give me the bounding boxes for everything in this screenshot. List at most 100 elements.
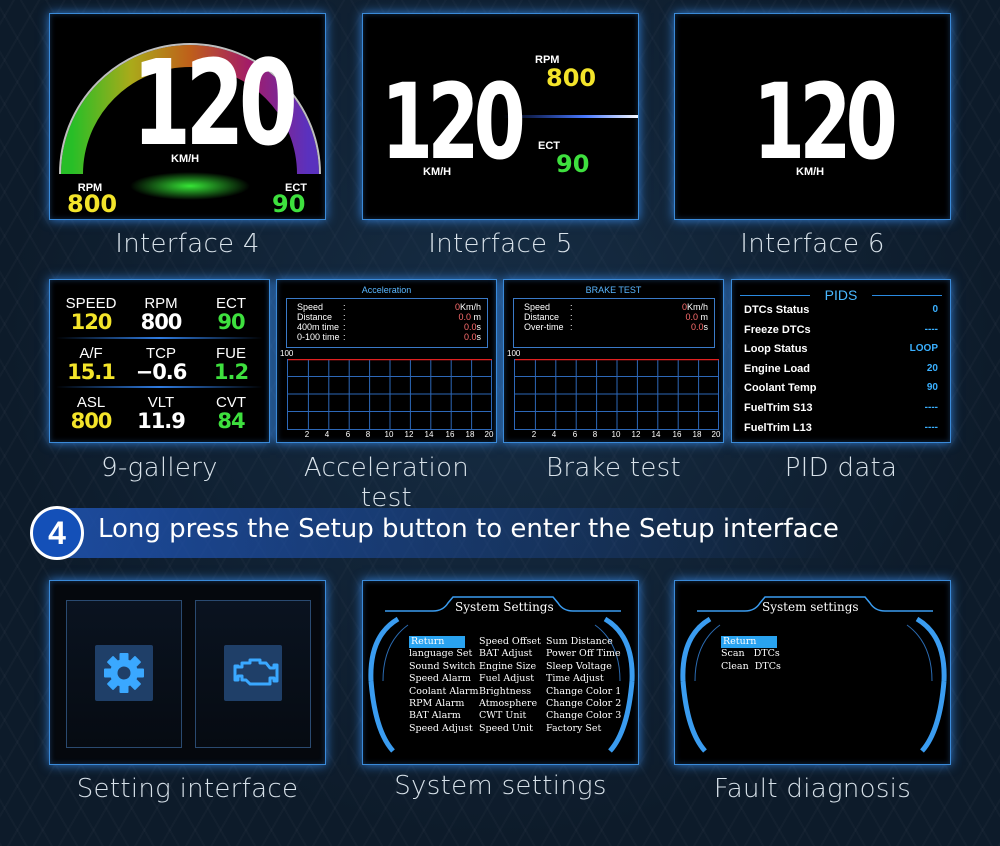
pid-name: FuelTrim L13 [744,422,812,434]
hud-frame [680,596,947,753]
ect-value: 90 [272,190,306,218]
menu-item[interactable]: Sleep Voltage [546,660,612,672]
fault-diagnosis-title: System settings [762,600,859,614]
engine-icon [233,658,279,686]
menu-item[interactable]: BAT Adjust [479,648,533,660]
x-tick: 8 [365,430,371,439]
menu-item[interactable]: Time Adjust [546,673,604,685]
row-divider [56,337,263,339]
menu-item[interactable]: Engine Size [479,660,537,672]
readout-unit: s [476,322,482,332]
cell-value: 90 [217,310,245,334]
brake-caption: Brake test [546,453,681,483]
cell-label: CVT [216,394,246,411]
menu-item[interactable]: Sound Switch [409,660,476,672]
speed-gauge-arc [59,43,321,200]
fault-diagnosis-panel: System settings Return Scan DTCs Clean D… [674,580,951,765]
readout-colon: : [570,322,573,332]
readout-unit: m [698,312,709,322]
menu-item[interactable]: Atmosphere [479,697,538,709]
system-settings-col2: Speed Offset BAT Adjust Engine Size Fuel… [479,636,541,735]
readout-row: Speed:0Km/h [514,302,714,312]
readout-row: 400m time:0.0s [287,322,487,332]
menu-item[interactable]: Sum Distance [546,636,613,647]
speed-unit: KM/H [796,166,825,178]
interface6-panel: 120 KM/H [674,13,951,220]
system-settings-panel: System Settings Return language Set Soun… [362,580,639,765]
settings-button[interactable] [66,600,182,748]
brake-readout: Speed:0Km/h Distance:0.0 m Over-time:0.0… [513,298,715,348]
step-number-badge: 4 [30,506,84,560]
menu-item[interactable]: Change Color 3 [546,710,622,722]
cell-value: 800 [140,310,183,334]
readout-row: Over-time:0.0s [514,322,714,332]
pid-name: Freeze DTCs [744,324,811,336]
menu-item[interactable]: RPM Alarm [409,697,465,709]
menu-item[interactable]: Factory Set [546,722,602,734]
ect-label: ECT [285,182,307,194]
diagnostics-button[interactable] [195,600,311,748]
pid-value: 90 [926,382,938,393]
menu-item-return[interactable]: Return [721,636,777,649]
brake-graph [514,359,719,430]
menu-item[interactable]: Change Color 2 [546,697,622,709]
menu-item[interactable]: Brightness [479,685,532,697]
step-instruction: Long press the Setup button to enter the… [98,514,839,544]
readout-name: Distance [524,312,560,322]
pid-name: Engine Load [744,363,810,375]
x-tick: 8 [592,430,598,439]
interface4-caption: Interface 4 [115,229,260,259]
readout-row: Speed:0Km/h [287,302,487,312]
speed-value: 120 [132,34,298,172]
acceleration-title: Acceleration [361,285,412,295]
menu-item[interactable]: BAT Alarm [409,710,461,722]
graph-ymax: 100 [507,349,521,358]
menu-item-scan-dtcs[interactable]: Scan DTCs [721,648,780,660]
pid-value: 20 [926,363,938,374]
readout-unit: Km/h [459,302,481,312]
menu-item[interactable]: Coolant Alarm [409,685,479,697]
readout-value: 0.0 [463,332,477,342]
menu-item-clean-dtcs[interactable]: Clean DTCs [721,660,781,672]
menu-item[interactable]: Change Color 1 [546,685,622,697]
readout-value: 0.0 [690,322,704,332]
x-tick: 4 [551,430,557,439]
fault-diagnosis-caption: Fault diagnosis [713,774,912,804]
readout-colon: : [570,302,573,312]
menu-item[interactable]: CWT Unit [479,710,527,722]
x-tick: 20 [484,430,494,439]
pid-row: Freeze DTCs---- [744,324,938,342]
readout-name: 0-100 time [297,332,340,342]
system-settings-col3: Sum Distance Power Off Time Sleep Voltag… [546,636,621,735]
menu-item[interactable]: Speed Adjust [409,722,473,734]
cell-value: 1.2 [213,360,249,384]
acceleration-caption: Acceleration test [303,453,470,513]
graph-grid [288,359,492,429]
interface5-caption: Interface 5 [428,229,573,259]
pids-title: PIDS [824,287,858,303]
x-tick: 18 [692,430,702,439]
acceleration-readout: Speed:0Km/h Distance:0.0 m 400m time:0.0… [286,298,488,348]
menu-item[interactable]: Speed Unit [479,722,533,734]
pid-name: DTCs Status [744,304,810,316]
menu-item[interactable]: Speed Alarm [409,673,472,685]
rpm-value: 800 [546,64,597,92]
acceleration-panel: Acceleration Speed:0Km/h Distance:0.0 m … [276,279,497,443]
x-tick: 6 [572,430,578,439]
menu-item[interactable]: language Set [409,648,473,660]
menu-item[interactable]: Power Off Time [546,648,621,660]
menu-item[interactable]: Speed Offset [479,636,541,647]
menu-item[interactable]: Fuel Adjust [479,673,535,685]
readout-row: 0-100 time:0.0s [287,332,487,342]
setting-panel [49,580,326,765]
rpm-label: RPM [535,54,560,66]
menu-item-return[interactable]: Return [409,636,465,649]
brake-panel: BRAKE TEST Speed:0Km/h Distance:0.0 m Ov… [503,279,724,443]
rpm-label: RPM [77,182,103,194]
